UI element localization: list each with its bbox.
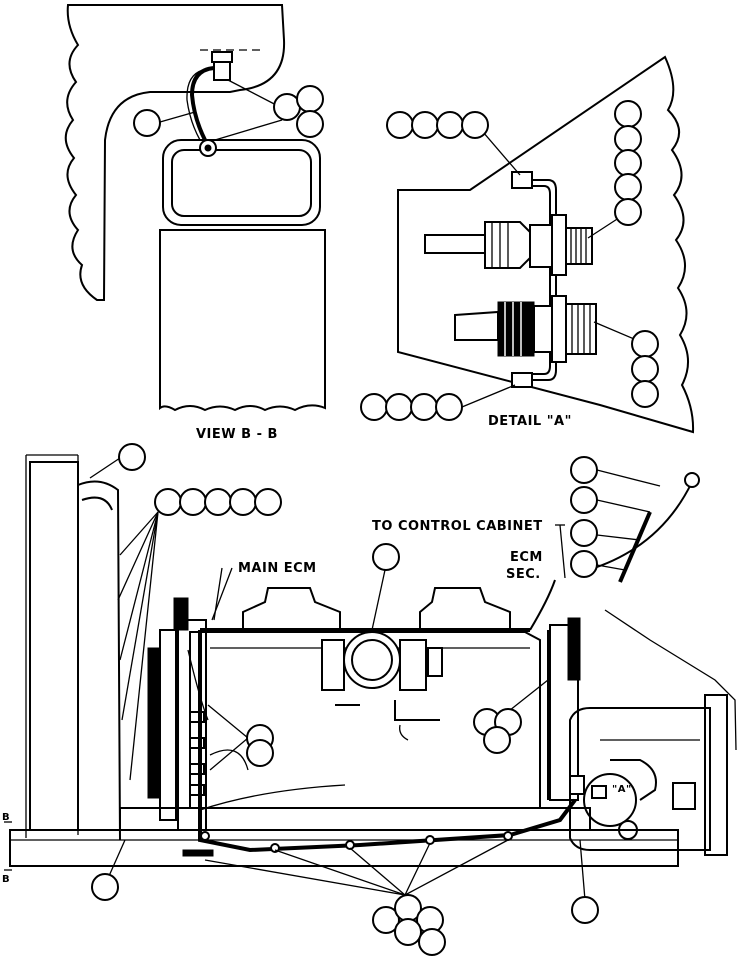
bolt-head [211,51,233,63]
fan-core [147,647,161,799]
callout-bubble [296,85,324,113]
cable-2 [454,310,499,341]
callout-bubble [133,109,161,137]
engine-assembly: "A" B B [2,454,728,885]
detail-a-title: DETAIL "A" [488,414,572,429]
view-bb-title: VIEW B - B [196,427,278,442]
view-bb-panel: VIEW B - B [64,4,326,442]
radiator [29,461,79,831]
ecm-sec-label-line1: ECM [510,550,543,565]
section-marker-bottom: B [2,874,10,885]
callout-bubble [296,110,324,138]
generator [569,707,711,851]
frame-inner [171,149,312,217]
harness-bottom-run [198,630,577,853]
ground-strap-edge [186,69,204,141]
leader [159,111,196,123]
ecm-sec-label-line2: SEC. [506,567,541,582]
to-control-cabinet-label: TO CONTROL CABINET [372,519,543,534]
bracket-bolt-bottom [511,372,533,388]
frame-outer [162,139,321,226]
connector-2-thread [565,303,597,355]
connector-1-thread [565,227,593,265]
air-intake-left [242,587,341,631]
bracket [522,179,557,381]
section-marker-top: B [2,812,10,823]
connector-2 [497,301,535,357]
ring-gear [567,617,581,681]
ground-strap [189,66,215,141]
generator-end-plate [704,694,728,856]
detail-a-sheet [397,55,695,434]
wiring-harness [187,472,737,853]
connector-1-flange [551,214,567,276]
lower-block [159,229,326,412]
cable-1 [424,234,488,254]
bracket-bolt-top [511,171,533,189]
bolt-body [213,61,231,81]
cable-end [684,472,700,488]
mount-plate [672,782,696,810]
main-callouts [91,443,599,956]
detail-a-panel: DETAIL "A" [360,55,695,434]
detail-a-ref: "A" [612,784,632,795]
air-intake-right [419,587,511,631]
main-ecm-label: MAIN ECM [238,561,317,576]
harness-to-cabinet [529,579,556,631]
detail-a-circle [583,773,637,827]
fan-pulley [159,629,177,821]
cabinet-cable [587,481,693,571]
connector-1-body [529,224,553,268]
connector-2-flange [551,295,567,363]
connector-2-body [533,305,553,353]
fan-shroud [77,480,121,841]
oil-pan [119,807,591,831]
view-bb-sheet [64,4,286,301]
sensor-post [173,597,189,631]
